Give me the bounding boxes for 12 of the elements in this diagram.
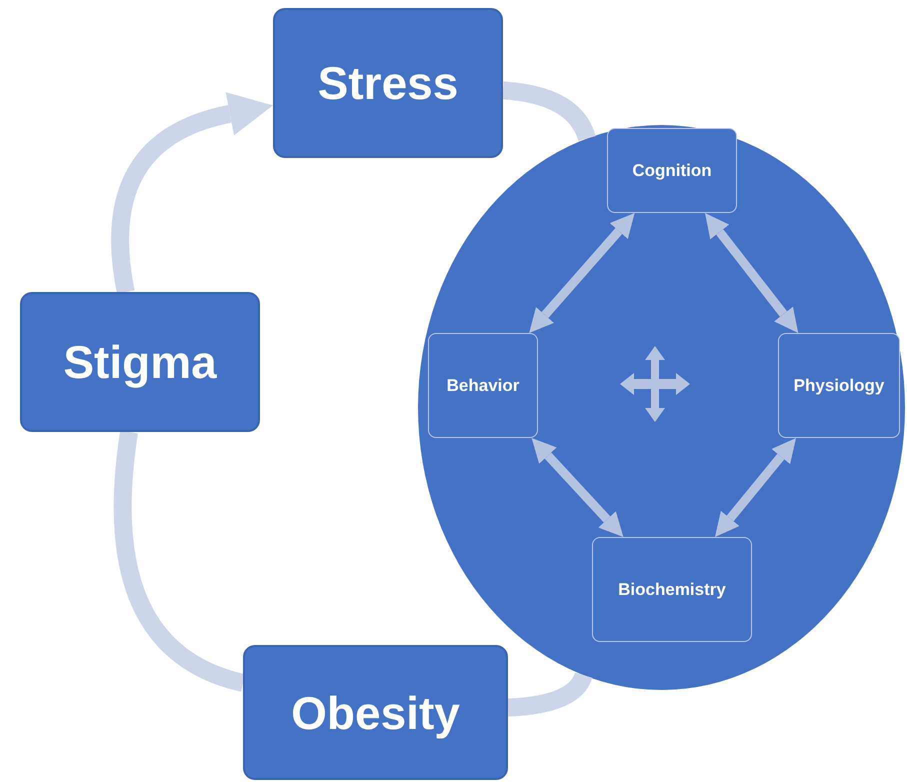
factor-box: Physiology — [778, 333, 900, 438]
process-box: Stress — [273, 8, 503, 158]
cycle-arrow — [111, 92, 273, 294]
double-arrow — [532, 438, 624, 537]
double-arrow — [529, 213, 635, 333]
double-arrow — [714, 438, 796, 537]
factor-box: Biochemistry — [592, 537, 752, 642]
process-box: Stigma — [20, 292, 260, 432]
process-box: Obesity — [243, 645, 508, 780]
double-arrow — [705, 213, 798, 333]
factor-box: Cognition — [607, 128, 737, 213]
factor-box: Behavior — [428, 333, 538, 438]
